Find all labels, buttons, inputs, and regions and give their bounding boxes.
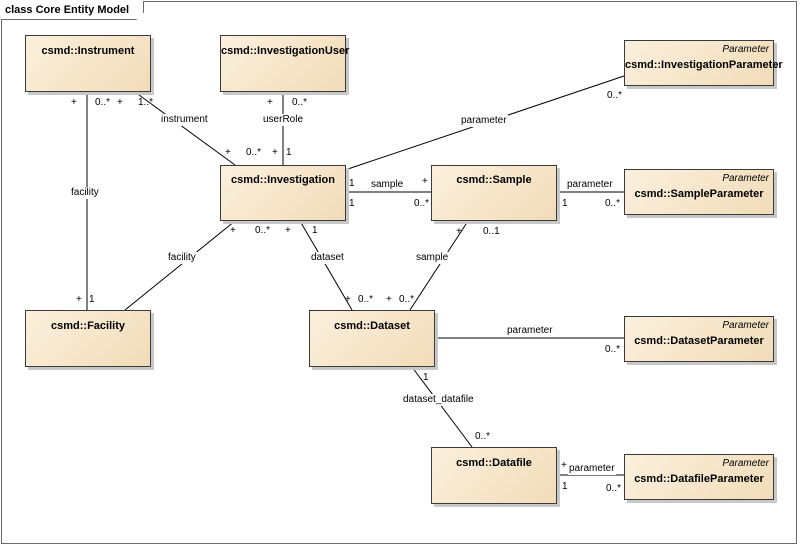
mult-iuser-zero-many: 0..* — [292, 97, 308, 108]
class-facility[interactable]: csmd::Facility — [25, 310, 151, 367]
mult-instr-plus-a: + — [71, 97, 77, 108]
mult-inv-zero-many-b: 0..* — [255, 225, 271, 236]
class-sample-parameter-stereotype: Parameter — [722, 173, 769, 184]
diagram-title: class Core Entity Model — [1, 1, 144, 20]
mult-sample-one: 1 — [562, 198, 568, 209]
class-investigation-parameter-name: csmd::InvestigationParameter — [625, 59, 783, 71]
class-dataset[interactable]: csmd::Dataset — [309, 310, 435, 367]
class-investigation-parameter-stereotype: Parameter — [722, 44, 769, 55]
class-investigation-user-name: csmd::InvestigationUser — [221, 45, 350, 57]
mult-dataset-plus-b: + — [386, 294, 392, 305]
label-dataset: dataset — [310, 252, 345, 264]
mult-dataset-plus-a: + — [345, 294, 351, 305]
mult-facility-one: 1 — [89, 294, 95, 305]
class-dataset-parameter[interactable]: Parameter csmd::DatasetParameter — [624, 316, 774, 362]
mult-instr-one-many: 1..* — [138, 97, 154, 108]
label-parameter-dataset: parameter — [506, 325, 554, 337]
mult-inv-plus-c: + — [230, 225, 236, 236]
mult-datafile-one: 1 — [562, 481, 568, 492]
mult-datafileparam-zero-many: 0..* — [606, 483, 622, 494]
class-investigation-parameter[interactable]: Parameter csmd::InvestigationParameter — [624, 40, 783, 86]
mult-sample-plus: + — [422, 176, 428, 187]
label-sample: sample — [370, 179, 405, 191]
class-sample-parameter-name: csmd::SampleParameter — [634, 188, 764, 200]
mult-sample-plus-b: + — [456, 226, 462, 237]
label-sample-dataset: sample — [415, 252, 450, 264]
edge-sample-dataset — [409, 220, 469, 311]
mult-datasetparam-zero-many: 0..* — [605, 344, 621, 355]
class-investigation-user[interactable]: csmd::InvestigationUser — [220, 35, 350, 92]
label-user-role: userRole — [262, 114, 305, 126]
mult-sample-zero-one: 0..1 — [483, 226, 500, 237]
mult-inv-plus-a: + — [225, 147, 231, 158]
class-investigation[interactable]: csmd::Investigation — [220, 165, 346, 221]
mult-datafile-plus: + — [561, 460, 567, 471]
mult-inv-plus-d: + — [285, 225, 291, 236]
mult-instr-zero-many: 0..* — [95, 97, 111, 108]
mult-dataset-zero-many-a: 0..* — [358, 294, 374, 305]
class-sample-parameter[interactable]: Parameter csmd::SampleParameter — [624, 169, 774, 215]
label-parameter-datafile: parameter — [568, 463, 616, 475]
mult-datafile-zero-many: 0..* — [475, 431, 491, 442]
class-dataset-parameter-name: csmd::DatasetParameter — [634, 335, 764, 347]
mult-inv-zero-many-a: 0..* — [246, 147, 262, 158]
label-facility-investigation: facility — [167, 252, 197, 264]
edge-investigation-facility — [124, 220, 236, 311]
label-parameter-investigation: parameter — [460, 115, 508, 127]
mult-sampleparam-zero-many: 0..* — [605, 198, 621, 209]
mult-inv-one-sample: 1 — [349, 178, 355, 189]
mult-iuser-plus: + — [267, 97, 273, 108]
class-investigation-name: csmd::Investigation — [231, 174, 335, 186]
class-dataset-name: csmd::Dataset — [334, 320, 410, 332]
class-datafile-parameter[interactable]: Parameter csmd::DatafileParameter — [624, 454, 774, 500]
edge-dataset-datafile — [411, 366, 473, 448]
mult-instr-plus-b: + — [117, 97, 123, 108]
class-dataset-parameter-stereotype: Parameter — [722, 320, 769, 331]
mult-inv-plus-b: + — [272, 147, 278, 158]
mult-dataset-zero-many-b: 0..* — [399, 294, 415, 305]
label-parameter-sample: parameter — [566, 179, 614, 191]
edge-investigation-dataset — [299, 220, 353, 311]
class-sample-name: csmd::Sample — [456, 174, 532, 186]
label-dataset-datafile: dataset_datafile — [402, 394, 475, 406]
label-facility-instrument: facility — [70, 187, 100, 199]
class-instrument-name: csmd::Instrument — [41, 45, 135, 57]
class-datafile-parameter-stereotype: Parameter — [722, 458, 769, 469]
class-datafile-parameter-name: csmd::DatafileParameter — [634, 473, 764, 485]
mult-inv-one-b: 1 — [349, 198, 355, 209]
class-datafile-name: csmd::Datafile — [456, 457, 532, 469]
mult-invparam-zero-many: 0..* — [607, 90, 623, 101]
class-datafile[interactable]: csmd::Datafile — [431, 447, 557, 504]
class-sample[interactable]: csmd::Sample — [431, 165, 557, 221]
label-instrument: instrument — [160, 114, 209, 126]
mult-inv-one-a: 1 — [286, 147, 292, 158]
mult-inv-one-c: 1 — [312, 225, 318, 236]
mult-sample-zero-many: 0..* — [414, 198, 430, 209]
mult-dataset-one: 1 — [423, 372, 429, 383]
class-facility-name: csmd::Facility — [51, 320, 125, 332]
class-instrument[interactable]: csmd::Instrument — [25, 35, 151, 92]
mult-facility-plus: + — [76, 294, 82, 305]
edge-instrument-investigation — [134, 91, 236, 166]
